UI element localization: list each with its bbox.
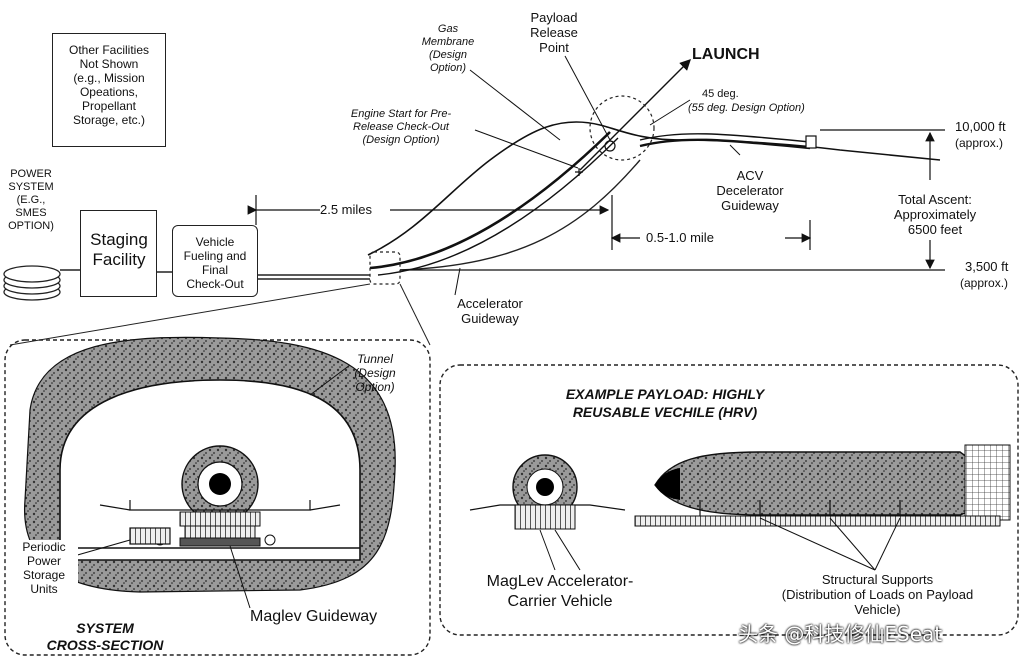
launch-arrow — [579, 59, 691, 171]
carrier-vehicle-label: MagLev Accelerator- Carrier Vehicle — [486, 573, 634, 610]
altitude-10000-note: (approx.) — [955, 136, 1004, 150]
angle-option-label: (55 deg. Design Option) — [688, 102, 805, 114]
power-storage-unit — [129, 527, 171, 545]
leader-lines-top — [454, 55, 741, 296]
angle-label: 45 deg. — [702, 88, 739, 100]
maglev-guideway-label: Maglev Guideway — [250, 608, 378, 625]
distance-05-label: 0.5-1.0 mile — [646, 230, 714, 245]
dimension-05-miles — [610, 220, 812, 250]
acv-guideway-track — [639, 133, 817, 150]
other-facilities-label: Other Facilities Not Shown (e.g., Missio… — [68, 43, 150, 127]
staging-facility-label: Staging Facility — [90, 230, 148, 269]
total-ascent-label: Total Ascent: Approximately 6500 feet — [880, 192, 990, 237]
payload-release-label: Payload Release Point — [530, 10, 578, 55]
leader-lines-payload — [539, 517, 901, 571]
dimension-total-ascent — [400, 129, 945, 271]
engine-start-label: Engine Start for Pre- Release Check-Out … — [350, 108, 452, 146]
accelerator-guideway-label: Accelerator Guideway — [457, 296, 523, 326]
distance-25-label: 2.5 miles — [320, 202, 373, 217]
acv-decelerator-label: ACV Decelerator Guideway — [716, 168, 784, 213]
carrier-vehicle-front — [469, 454, 626, 530]
vehicle-fueling-box — [172, 225, 258, 297]
cross-section-callout-box — [369, 251, 401, 285]
release-detail-circle — [589, 95, 655, 161]
ground-line — [60, 159, 641, 280]
structural-supports-label: Structural Supports (Distribution of Loa… — [781, 572, 974, 617]
staging-facility-box — [80, 210, 157, 297]
altitude-10000-label: 10,000 ft — [955, 119, 1006, 134]
tunnel-label: Tunnel (Design Option) — [354, 352, 396, 394]
accelerator-guideway-track — [369, 131, 619, 276]
gas-membrane-label: Gas Membrane (Design Option) — [421, 23, 475, 74]
altitude-3500-label: 3,500 ft — [965, 259, 1009, 274]
vehicle-fueling-label: Vehicle Fueling and Final Check-Out — [183, 235, 247, 291]
watermark: 头条 @科技修仙ESeat — [738, 622, 943, 646]
payload-panel — [439, 364, 1019, 636]
release-point-marker — [604, 140, 616, 152]
power-system-label: POWER SYSTEM (E.G., SMES OPTION) — [8, 168, 54, 232]
payload-title: EXAMPLE PAYLOAD: HIGHLY REUSABLE VECHILE… — [565, 386, 765, 420]
hrv-payload-vehicle — [634, 444, 1011, 527]
periodic-power-label: Periodic Power Storage Units — [10, 540, 78, 596]
altitude-3500-note: (approx.) — [960, 276, 1009, 290]
other-facilities-box — [52, 33, 166, 147]
launch-label: LAUNCH — [692, 46, 760, 63]
dimension-25-miles — [247, 195, 613, 250]
cross-section-title: SYSTEM CROSS-SECTION — [46, 620, 164, 653]
power-storage-disks — [3, 265, 61, 301]
